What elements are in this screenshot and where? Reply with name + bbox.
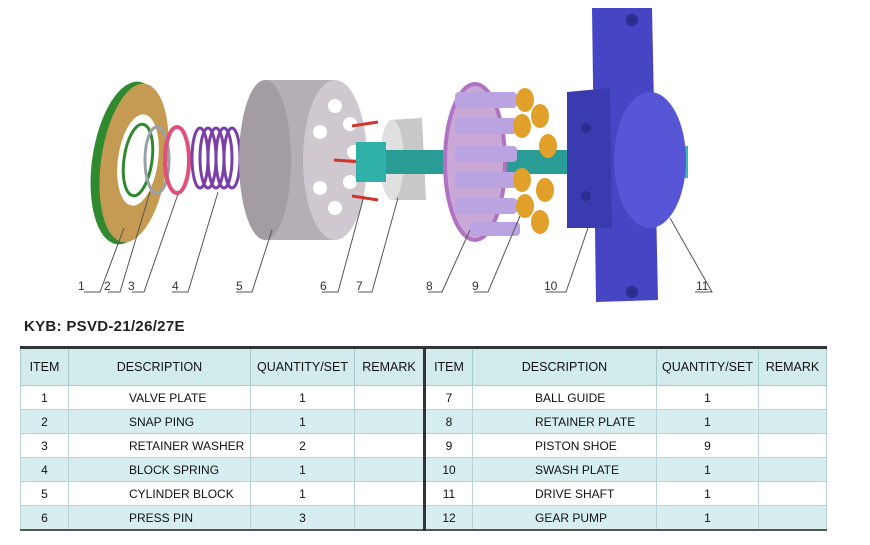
model-title: KYB: PSVD-21/26/27E [24,318,185,335]
item-quantity: 1 [250,457,355,482]
item-quantity: 1 [656,409,759,434]
header-description-right: DESCRIPTION [472,347,657,386]
item-remark [758,505,827,531]
item-quantity: 2 [250,433,355,458]
item-number: 5 [20,481,69,506]
item-quantity: 1 [250,481,355,506]
item-quantity: 1 [656,385,759,410]
valve-plate-illustration [90,81,169,245]
item-number: 6 [20,505,69,531]
item-description: BLOCK SPRING [68,457,251,482]
header-quantity: QUANTITY/SET [250,347,355,386]
item-number: 11 [423,481,473,506]
swash-plate-illustration [567,8,686,302]
table-row: 3 RETAINER WASHER 2 9 PISTON SHOE 9 [20,433,827,458]
item-remark [758,385,827,410]
callout-3: 3 [128,279,135,293]
item-description: GEAR PUMP [472,505,657,531]
piston-illustration [455,88,557,236]
item-number: 12 [423,505,473,531]
callout-leader-lines [84,191,713,293]
item-quantity: 1 [656,505,759,531]
item-quantity: 3 [250,505,355,531]
item-number: 10 [423,457,473,482]
item-description: PRESS PIN [68,505,251,531]
table-header-row: ITEM DESCRIPTION QUANTITY/SET REMARK ITE… [20,347,827,386]
item-number: 9 [423,433,473,458]
item-quantity: 1 [250,385,355,410]
item-number: 1 [20,385,69,410]
item-description: SNAP PING [68,409,251,434]
item-remark [354,481,425,506]
item-remark [758,433,827,458]
item-quantity: 9 [656,433,759,458]
header-description: DESCRIPTION [68,347,251,386]
table-row: 6 PRESS PIN 3 12 GEAR PUMP 1 [20,505,827,531]
block-spring-illustration [190,126,242,190]
callout-1: 1 [78,279,85,293]
item-remark [758,409,827,434]
item-remark [354,505,425,531]
item-number: 8 [423,409,473,434]
header-remark: REMARK [354,347,425,386]
header-item: ITEM [20,347,69,386]
item-remark [758,457,827,482]
item-number: 7 [423,385,473,410]
header-quantity-right: QUANTITY/SET [656,347,759,386]
exploded-parts-diagram: 1 2 3 4 5 6 7 8 9 10 11 [78,8,713,302]
header-item-right: ITEM [423,347,473,386]
item-description: RETAINER WASHER [68,433,251,458]
item-number: 3 [20,433,69,458]
callout-7: 7 [356,279,363,293]
item-description: RETAINER PLATE [472,409,657,434]
table-row: 5 CYLINDER BLOCK 1 11 DRIVE SHAFT 1 [20,481,827,506]
item-description: SWASH PLATE [472,457,657,482]
callout-4: 4 [172,279,179,293]
callout-6: 6 [320,279,327,293]
callout-2: 2 [104,279,111,293]
item-description: VALVE PLATE [68,385,251,410]
item-remark [758,481,827,506]
table-row: 4 BLOCK SPRING 1 10 SWASH PLATE 1 [20,457,827,482]
item-quantity: 1 [656,481,759,506]
callout-5: 5 [236,279,243,293]
item-description: CYLINDER BLOCK [68,481,251,506]
header-remark-right: REMARK [758,347,827,386]
parts-table: ITEM DESCRIPTION QUANTITY/SET REMARK ITE… [20,346,827,531]
cylinder-block-illustration [239,80,367,240]
item-remark [354,457,425,482]
table-row: 2 SNAP PING 1 8 RETAINER PLATE 1 [20,409,827,434]
item-remark [354,409,425,434]
snap-ring-illustration [143,125,171,195]
callout-8: 8 [426,279,433,293]
item-description: PISTON SHOE [472,433,657,458]
item-number: 4 [20,457,69,482]
item-description: BALL GUIDE [472,385,657,410]
table-row: 1 VALVE PLATE 1 7 BALL GUIDE 1 [20,385,827,410]
item-remark [354,433,425,458]
item-number: 2 [20,409,69,434]
retainer-washer-illustration [163,125,191,195]
item-quantity: 1 [250,409,355,434]
callout-10: 10 [544,279,558,293]
callout-9: 9 [472,279,479,293]
item-quantity: 1 [656,457,759,482]
item-description: DRIVE SHAFT [472,481,657,506]
item-remark [354,385,425,410]
callout-11: 11 [696,279,709,293]
